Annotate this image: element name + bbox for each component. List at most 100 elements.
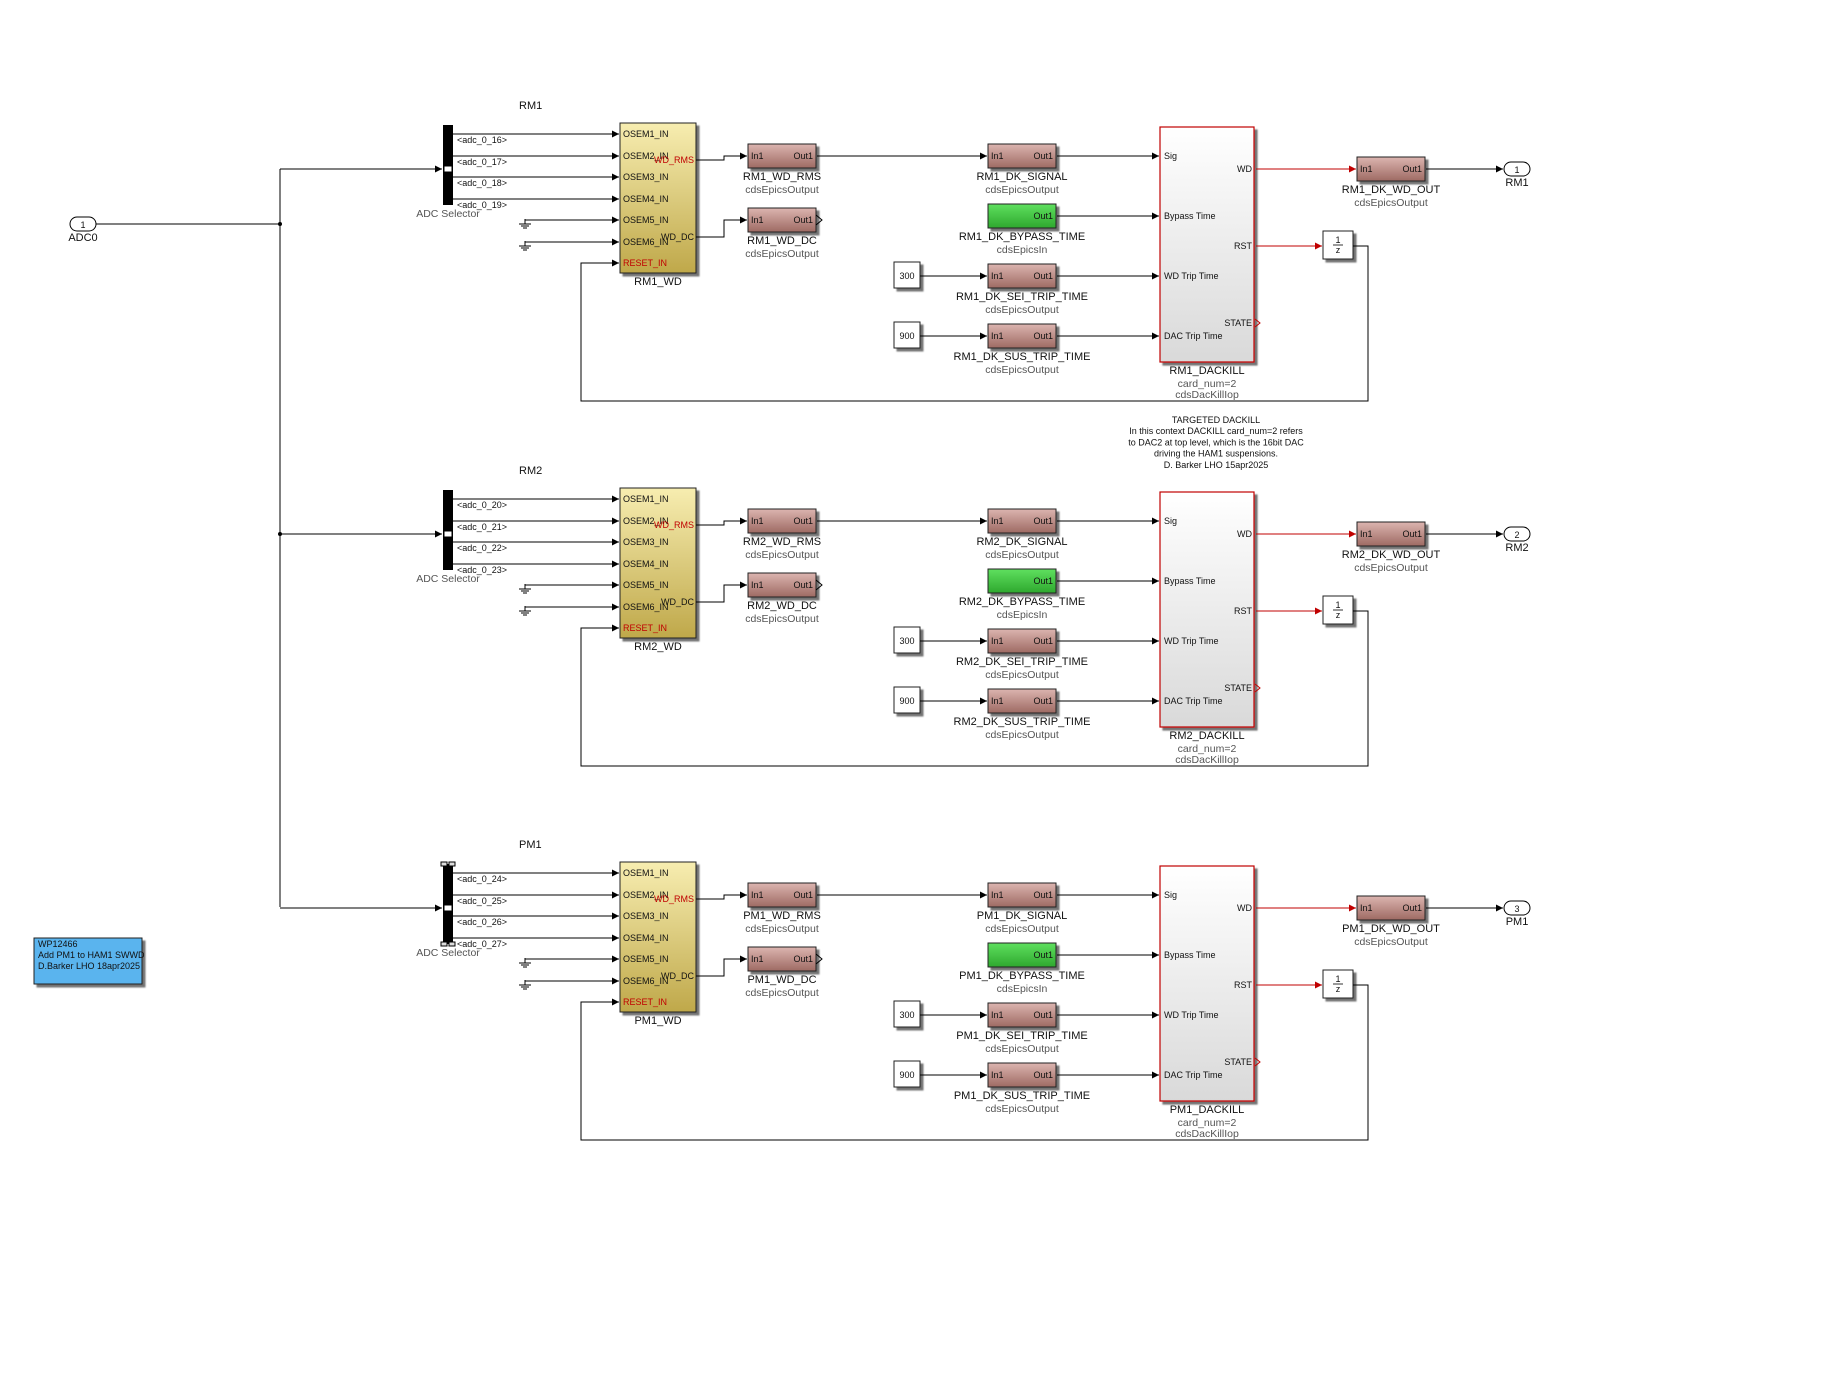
unit-delay-block[interactable]: 1z	[1322, 595, 1354, 625]
output-port-number: 2	[1514, 530, 1519, 540]
adc-selector[interactable]: ADC Selector	[416, 125, 480, 220]
terminator-icon	[815, 579, 823, 591]
terminator-icon	[815, 214, 823, 226]
bus-signal-label: <adc_0_20>	[457, 500, 507, 510]
signal-line[interactable]	[580, 245, 1369, 402]
constant-value: 900	[899, 1070, 914, 1080]
comment-line: TARGETED DACKILL	[1172, 415, 1260, 425]
adc-selector[interactable]: ADC Selector	[416, 861, 480, 959]
constant-block[interactable]: 300	[893, 261, 921, 289]
constant-block[interactable]: 900	[893, 1060, 921, 1088]
bus-signal-label: <adc_0_26>	[457, 917, 507, 927]
constant-block[interactable]: 300	[893, 626, 921, 654]
signal-line[interactable]	[696, 891, 747, 900]
section-title: RM1	[519, 100, 542, 112]
constant-block[interactable]: 300	[893, 1000, 921, 1028]
wd-port-label: RESET_IN	[623, 997, 667, 1007]
block-library: cdsEpicsOutput	[745, 923, 819, 935]
port-in1-label: In1	[991, 1010, 1004, 1020]
ground-icon	[519, 584, 531, 594]
port-in1-label: In1	[991, 516, 1004, 526]
watchdog-block[interactable]: OSEM1_INOSEM2_INOSEM3_INOSEM4_INOSEM5_IN…	[619, 122, 697, 288]
block-library: cdsEpicsOutput	[745, 184, 819, 196]
bus-signal-label: <adc_0_24>	[457, 874, 507, 884]
watchdog-block[interactable]: OSEM1_INOSEM2_INOSEM3_INOSEM4_INOSEM5_IN…	[619, 487, 697, 653]
signal-line[interactable]	[696, 955, 747, 977]
wd-port-label: OSEM3_IN	[623, 172, 669, 182]
port-in1-label: In1	[1360, 903, 1373, 913]
wd-port-label: OSEM1_IN	[623, 868, 669, 878]
wd-block-name: RM1_WD	[634, 276, 682, 288]
constant-block[interactable]: 900	[893, 686, 921, 714]
bus-signal-label: <adc_0_17>	[457, 157, 507, 167]
signal-line[interactable]	[696, 581, 747, 603]
wd-dc-port-label: WD_DC	[661, 232, 694, 242]
unit-delay-block[interactable]: 1z	[1322, 969, 1354, 999]
port-in1-label: In1	[991, 636, 1004, 646]
signal-line[interactable]	[580, 984, 1369, 1141]
block-library: cdsEpicsIn	[997, 983, 1048, 995]
block-library: cdsEpicsOutput	[985, 184, 1059, 196]
adc-selector[interactable]: ADC Selector	[416, 490, 480, 585]
delay-numerator: 1	[1335, 235, 1340, 245]
block-library: cdsEpicsOutput	[985, 1043, 1059, 1055]
block-name: RM1_DK_BYPASS_TIME	[959, 231, 1085, 243]
signal-line[interactable]	[696, 216, 747, 238]
signal-line[interactable]	[580, 610, 1369, 767]
port-out1-label: Out1	[1402, 164, 1422, 174]
output-port-label: PM1	[1506, 916, 1529, 928]
port-in1-label: In1	[751, 890, 764, 900]
wd-port-label: OSEM2_IN	[623, 151, 669, 161]
wd-port-label: RESET_IN	[623, 258, 667, 268]
bus-signal-label: <adc_0_25>	[457, 896, 507, 906]
wd-port-label: OSEM6_IN	[623, 976, 669, 986]
watchdog-block[interactable]: OSEM1_INOSEM2_INOSEM3_INOSEM4_INOSEM5_IN…	[619, 861, 697, 1027]
comment-line: D. Barker LHO 15apr2025	[1164, 460, 1269, 470]
constant-block[interactable]: 900	[893, 321, 921, 349]
ground-icon	[519, 219, 531, 229]
unit-delay-block[interactable]: 1z	[1322, 230, 1354, 260]
block-library: cdsEpicsOutput	[985, 729, 1059, 741]
bus-signal-label: <adc_0_19>	[457, 200, 507, 210]
dackill-out-port-label: RST	[1234, 980, 1253, 990]
signal-line[interactable]	[696, 152, 747, 161]
signal-line[interactable]	[696, 517, 747, 526]
port-out1-label: Out1	[1033, 151, 1053, 161]
wd-port-label: OSEM2_IN	[623, 516, 669, 526]
dackill-in-port-label: Sig	[1164, 890, 1177, 900]
wd-port-label: OSEM3_IN	[623, 911, 669, 921]
block-name: PM1_DK_SIGNAL	[977, 910, 1067, 922]
wd-rms-port-label: WD_RMS	[654, 894, 694, 904]
delay-numerator: 1	[1335, 600, 1340, 610]
ground-icon	[519, 958, 531, 968]
